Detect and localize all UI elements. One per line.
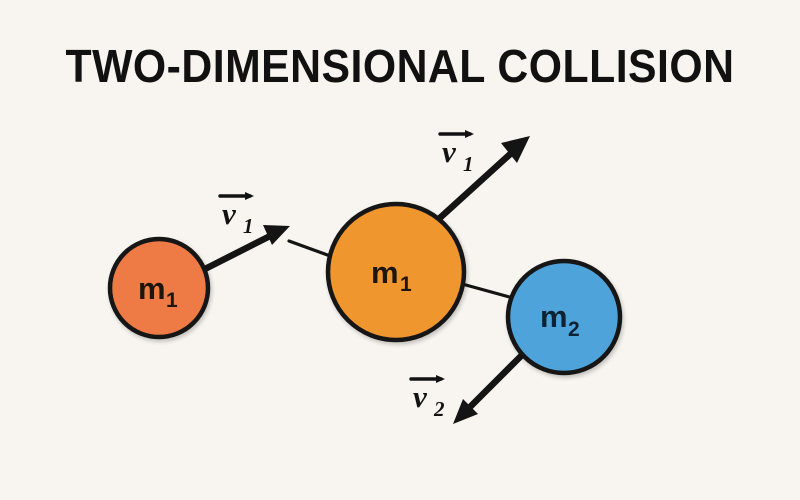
final-velocity-2-shaft [462, 352, 525, 415]
second-mass-circle [505, 258, 623, 376]
final-velocity-1-arrow [427, 136, 530, 230]
final-velocity-1-label-subscript: 1 [463, 152, 474, 176]
incoming-mass-label-subscript: 1 [166, 289, 178, 312]
initial-velocity-label-vector-tip [245, 192, 254, 200]
final-velocity-2-arrow [453, 352, 525, 424]
second-mass-label: m [540, 299, 568, 334]
masses: m 1 m 1 m 2 [107, 201, 623, 376]
final-velocity-2-label-vector-tip [436, 375, 445, 383]
initial-velocity-label-letter: v [222, 196, 237, 231]
body-incoming-mass: m 1 [107, 236, 211, 340]
final-velocity-2-arrowhead [453, 399, 478, 424]
target-mass-label: m [371, 255, 399, 290]
initial-velocity-label: v 1 [218, 192, 254, 238]
initial-velocity-arrow [199, 225, 290, 274]
incoming-mass-label: m [138, 271, 166, 306]
final-velocity-2-label: v 2 [409, 375, 445, 421]
target-mass-label-subscript: 1 [400, 273, 412, 296]
vector-labels: v 1 v 1 v 2 [218, 130, 474, 421]
final-velocity-2-label-subscript: 2 [433, 397, 445, 421]
final-velocity-1-label-vector-tip [465, 130, 474, 138]
velocity-vectors [199, 136, 530, 424]
initial-velocity-label-subscript: 1 [243, 214, 254, 238]
target-mass-circle [325, 201, 467, 343]
incoming-mass-circle [107, 236, 211, 340]
initial-velocity-arrowhead [263, 225, 290, 245]
initial-velocity-shaft [199, 228, 282, 274]
body-target-mass: m 1 [325, 201, 467, 343]
final-velocity-2-label-letter: v [413, 379, 428, 414]
page-title: TWO-DIMENSIONAL COLLISION [66, 42, 735, 93]
final-velocity-1-label: v 1 [438, 130, 474, 176]
second-mass-label-subscript: 2 [568, 318, 580, 341]
incoming-path-dash [287, 239, 335, 259]
final-velocity-1-label-letter: v [442, 134, 457, 169]
final-velocity-1-shaft [427, 143, 522, 230]
final-velocity-1-arrowhead [501, 136, 530, 163]
body-second-mass: m 2 [505, 258, 623, 376]
